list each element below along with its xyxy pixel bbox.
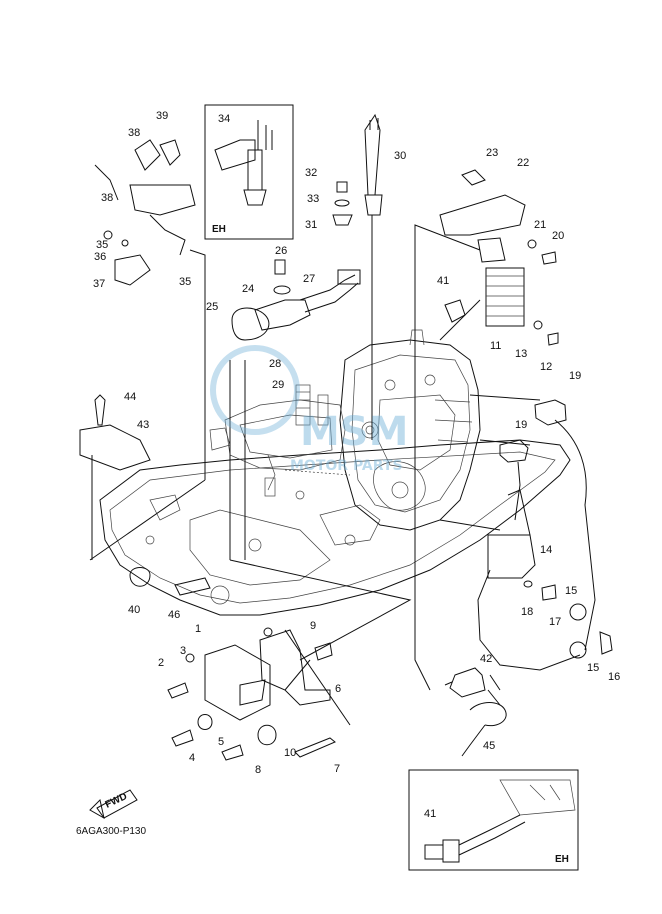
inset-35-eh [204,104,294,240]
callout-15: 15 [587,662,599,674]
callout-32: 32 [305,167,317,179]
callout-44: 44 [124,391,136,403]
callout-45: 45 [483,740,495,752]
diagram-code: 6AGA300-P130 [76,826,146,837]
inset-label-eh-2: EH [555,854,569,865]
parts-top-center-group [231,113,383,341]
callout-20: 20 [552,230,564,242]
callout-39: 39 [156,110,168,122]
callout-19: 19 [569,370,581,382]
callout-37: 37 [93,278,105,290]
callout-28: 28 [269,358,281,370]
callout-5: 5 [218,736,224,748]
callout-10: 10 [284,747,296,759]
fwd-label: FWD [104,791,129,811]
callout-30: 30 [394,150,406,162]
parts-left-bracket-group [94,139,196,286]
callout-13: 13 [515,348,527,360]
callout-38: 38 [128,127,140,139]
callout-7: 7 [334,763,340,775]
watermark: MSM MOTOR PARTS [210,345,408,474]
parts-misc [79,394,507,757]
callout-42: 42 [480,653,492,665]
callout-18: 18 [521,606,533,618]
callout-43: 43 [137,419,149,431]
callout-40: 40 [128,604,140,616]
callout-labels: 1234567891011121314151516171819192021222… [93,110,620,820]
inset-41-eh [408,769,579,871]
callout-6: 6 [335,683,341,695]
callout-23: 23 [486,147,498,159]
inset-label-eh-1: EH [212,224,226,235]
callout-3: 3 [180,645,186,657]
parts-right-upper-group [439,169,559,346]
svg-text:MSM: MSM [300,409,408,455]
parts-lower-left-group [89,627,336,819]
callout-8: 8 [255,764,261,776]
callout-11: 11 [490,340,501,352]
callout-22: 22 [517,157,529,169]
callout-46: 46 [168,609,180,621]
callout-26: 26 [275,245,287,257]
callout-24: 24 [242,283,254,295]
callout-41: 41 [437,275,449,287]
callout-29: 29 [272,379,284,391]
callout-21: 21 [534,219,546,231]
callout-1: 1 [195,623,201,635]
callout-4: 4 [189,752,195,764]
callout-9: 9 [310,620,316,632]
callout-2: 2 [158,657,164,669]
callout-19: 19 [515,419,527,431]
callout-12: 12 [540,361,552,373]
engine-cylinder-block [209,329,481,531]
callout-31: 31 [305,219,317,231]
callout-41: 41 [424,808,436,820]
watermark-text: MOTOR PARTS [290,458,403,474]
callout-27: 27 [303,273,315,285]
callout-34: 34 [218,113,230,125]
callout-35: 35 [96,239,108,251]
callout-25: 25 [206,301,218,313]
callout-38: 38 [101,192,113,204]
parts-ignition-group [477,399,613,671]
callout-15: 15 [565,585,577,597]
callout-36: 36 [94,251,106,263]
callout-35: 35 [179,276,191,288]
callout-14: 14 [540,544,552,556]
engine-base-plate [99,439,571,616]
callout-17: 17 [549,616,561,628]
callout-33: 33 [307,193,319,205]
callout-16: 16 [608,671,620,683]
leader-lines [89,215,541,726]
